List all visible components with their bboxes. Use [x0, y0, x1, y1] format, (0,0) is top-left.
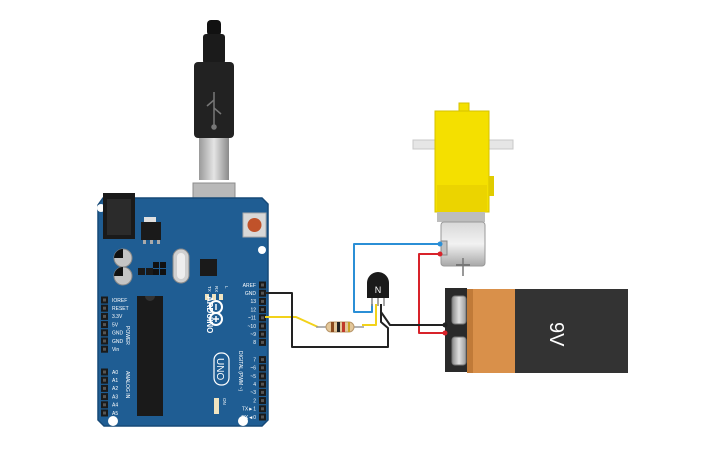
arduino-uno-board[interactable]: TX RX L ON ARDUINO UNO DIGITAL (PWM ~) P… — [97, 193, 269, 427]
digital-pin-header[interactable]: AREF GND 13 12 ~11 ~10 ~9 8 7 ~6 ~5 4 ~3 2TX►1RX◄0 — [241, 281, 266, 421]
digital-pin-label: TX►1 — [242, 407, 256, 413]
icsp-header — [153, 262, 166, 275]
power-pin-label: Vin — [112, 347, 119, 353]
dc-jack — [103, 193, 135, 239]
power-pin-label: GND — [112, 339, 124, 345]
digital-pin-hole — [261, 407, 264, 411]
capacitor — [113, 248, 133, 286]
power-pin-hole — [103, 306, 106, 310]
digital-pin-label: 13 — [250, 299, 256, 305]
digital-pin-hole — [261, 283, 264, 287]
microcontroller-chip — [137, 296, 163, 416]
digital-header-label: DIGITAL (PWM ~) — [237, 351, 243, 391]
digital-pin-label: AREF — [243, 283, 256, 289]
analog-pin-label: A3 — [112, 394, 118, 400]
usb-controller-chip — [200, 259, 217, 276]
power-pin-hole — [103, 347, 106, 351]
arduino-brand-text: ARDUINO — [205, 296, 214, 333]
power-pin-hole — [103, 331, 106, 335]
power-pin-hole — [103, 339, 106, 343]
analog-pin-hole — [103, 386, 106, 390]
digital-pin-hole — [261, 316, 264, 320]
digital-pin-hole — [261, 415, 264, 419]
on-label: ON — [222, 398, 227, 405]
rx-label: RX — [214, 286, 219, 292]
transistor-label: N — [375, 285, 382, 295]
digital-pin-label: GND — [245, 291, 257, 297]
power-pin-hole — [103, 314, 106, 318]
tx-label: TX — [207, 286, 212, 292]
power-header-label: POWER — [124, 326, 130, 345]
analog-header-label: ANALOG IN — [124, 371, 130, 399]
digital-pin-label: 2 — [253, 398, 256, 404]
analog-pin-hole — [103, 395, 106, 399]
analog-pin-hole — [103, 403, 106, 407]
analog-pin-label: A5 — [112, 411, 118, 417]
digital-pin-label: ~9 — [250, 332, 256, 338]
wire-black-gnd[interactable] — [265, 292, 389, 348]
digital-pin-hole — [261, 324, 264, 328]
digital-pin-label: 8 — [253, 340, 256, 346]
digital-pin-hole — [261, 399, 264, 403]
battery-label: 9V — [545, 322, 567, 347]
l-label: L — [224, 286, 229, 289]
digital-pin-label: 4 — [253, 382, 256, 388]
arduino-infinity-logo — [209, 300, 223, 326]
digital-pin-label: ~6 — [250, 366, 256, 372]
digital-pin-label: ~3 — [250, 390, 256, 396]
analog-pin-label: A4 — [112, 403, 118, 409]
crystal — [172, 248, 190, 284]
battery-9v[interactable]: 9V — [442, 288, 629, 373]
wire-red[interactable] — [418, 253, 445, 334]
analog-pin-hole — [103, 411, 106, 415]
digital-pin-label: 7 — [253, 357, 256, 363]
model-text: UNO — [214, 358, 225, 380]
power-pin-label: RESET — [112, 306, 129, 312]
digital-pin-hole — [261, 332, 264, 336]
power-pin-header[interactable]: IOREF RESET 3.3V 5V GND GND Vin — [101, 296, 129, 354]
analog-pin-label: A1 — [112, 378, 118, 384]
power-pin-hole — [103, 323, 106, 327]
digital-pin-hole — [261, 340, 264, 344]
digital-pin-label: ~5 — [250, 374, 256, 380]
wires — [265, 243, 445, 348]
npn-transistor[interactable]: N — [367, 272, 389, 306]
power-pin-hole — [103, 298, 106, 302]
power-pin-label: IOREF — [112, 298, 127, 304]
digital-pin-hole — [261, 358, 264, 362]
resistor[interactable] — [316, 321, 364, 333]
power-pin-label: 5V — [112, 322, 119, 328]
digital-pin-hole — [261, 374, 264, 378]
smd-component — [146, 268, 153, 275]
wire-yellow-base[interactable] — [362, 304, 377, 326]
reset-button[interactable] — [242, 212, 267, 238]
usb-icon — [206, 92, 222, 130]
digital-pin-label: ~10 — [248, 324, 257, 330]
digital-pin-label: 12 — [250, 307, 256, 313]
uno-badge: UNO — [213, 352, 230, 386]
digital-pin-hole — [261, 366, 264, 370]
smd-component — [138, 268, 145, 275]
analog-pin-label: A0 — [112, 370, 118, 376]
power-pin-label: 3.3V — [112, 314, 123, 320]
digital-pin-hole — [261, 390, 264, 394]
wire-yellow[interactable] — [265, 316, 319, 328]
dc-gear-motor[interactable] — [412, 102, 514, 276]
voltage-regulator — [141, 217, 161, 244]
analog-pin-label: A2 — [112, 386, 118, 392]
wire-blue[interactable] — [353, 243, 440, 313]
analog-pin-hole — [103, 378, 106, 382]
wire-black-emitter[interactable] — [380, 304, 445, 326]
status-leds — [205, 294, 223, 414]
analog-pin-hole — [103, 370, 106, 374]
digital-pin-label: ~11 — [248, 316, 256, 322]
digital-pin-hole — [261, 291, 264, 295]
digital-pin-hole — [261, 382, 264, 386]
power-pin-label: GND — [112, 331, 124, 337]
digital-pin-hole — [261, 299, 264, 303]
digital-pin-hole — [261, 308, 264, 312]
digital-pin-label: RX◄0 — [241, 415, 256, 421]
